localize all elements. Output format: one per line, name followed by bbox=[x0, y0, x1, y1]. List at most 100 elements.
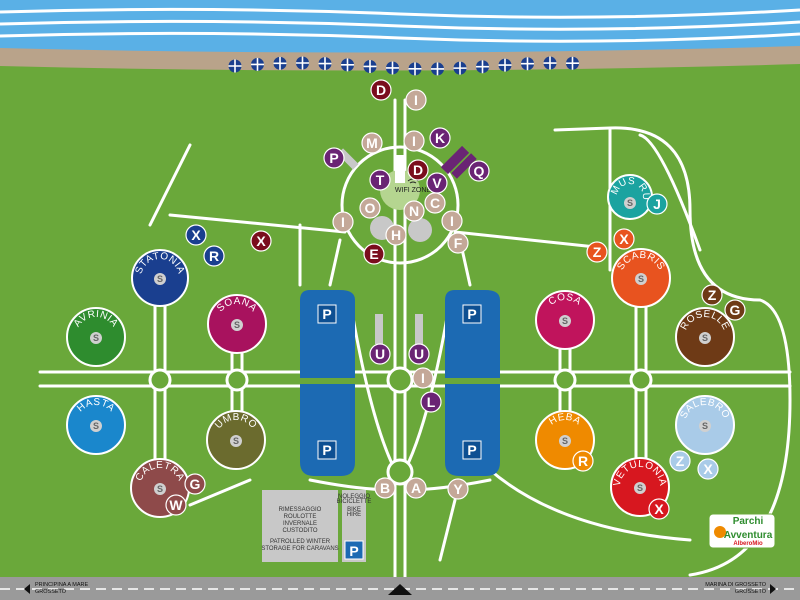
marker-letter: J bbox=[653, 196, 661, 212]
service-s-label: S bbox=[702, 421, 708, 431]
marker-letter: E bbox=[369, 246, 378, 262]
marker-z[interactable]: Z bbox=[669, 450, 691, 472]
marker-q[interactable]: Q bbox=[468, 160, 490, 182]
marker-letter: Q bbox=[474, 163, 485, 179]
marker-e[interactable]: E bbox=[363, 243, 385, 265]
service-s-label: S bbox=[637, 483, 643, 493]
marker-i[interactable]: I bbox=[412, 367, 434, 389]
umbrella-icon bbox=[341, 58, 354, 72]
svg-text:BIKE: BIKE bbox=[347, 507, 361, 513]
marker-i[interactable]: I bbox=[405, 89, 427, 111]
marker-letter: T bbox=[376, 172, 385, 188]
marker-g[interactable]: G bbox=[724, 299, 746, 321]
marker-letter: F bbox=[454, 235, 463, 251]
marker-f[interactable]: F bbox=[447, 232, 469, 254]
marker-letter: R bbox=[209, 248, 219, 264]
service-s-label: S bbox=[702, 333, 708, 343]
marker-letter: P bbox=[329, 150, 338, 166]
svg-text:CUSTODITO: CUSTODITO bbox=[282, 528, 317, 534]
marker-a[interactable]: A bbox=[405, 477, 427, 499]
marker-w[interactable]: W bbox=[165, 494, 187, 516]
marker-b[interactable]: B bbox=[374, 477, 396, 499]
marker-letter: B bbox=[380, 480, 390, 496]
marker-c[interactable]: C bbox=[424, 192, 446, 214]
marker-letter: R bbox=[578, 453, 588, 469]
umbrella-icon bbox=[296, 56, 309, 70]
road-left-line2: GROSSETO bbox=[35, 589, 67, 595]
service-s-badge: S bbox=[624, 197, 636, 209]
entrance-arrow-icon[interactable] bbox=[388, 584, 412, 595]
svg-text:HIRE: HIRE bbox=[347, 512, 361, 518]
beach bbox=[0, 46, 800, 76]
zone-label: SOANA bbox=[215, 296, 259, 314]
marker-n[interactable]: N bbox=[403, 200, 425, 222]
marker-m[interactable]: M bbox=[361, 132, 383, 154]
marker-y[interactable]: Y bbox=[447, 478, 469, 500]
road-right-line1: MARINA DI GROSSETO bbox=[705, 582, 766, 588]
parking-sign-label: P bbox=[467, 306, 476, 322]
marker-d[interactable]: D bbox=[407, 159, 429, 181]
marker-r[interactable]: R bbox=[203, 245, 225, 267]
marker-x[interactable]: X bbox=[697, 458, 719, 480]
marker-letter: O bbox=[365, 200, 376, 216]
parking-sign-label: P bbox=[467, 442, 476, 458]
marker-d[interactable]: D bbox=[370, 79, 392, 101]
service-s-badge: S bbox=[559, 315, 571, 327]
marker-j[interactable]: J bbox=[646, 193, 668, 215]
svg-text:PATROLLED WINTER: PATROLLED WINTER bbox=[270, 539, 331, 545]
service-s-label: S bbox=[627, 198, 633, 208]
zone-soana[interactable]: SOANA S bbox=[207, 294, 267, 354]
marker-x[interactable]: X bbox=[648, 498, 670, 520]
marker-g[interactable]: G bbox=[184, 473, 206, 495]
marker-z[interactable]: Z bbox=[701, 284, 723, 306]
marker-i[interactable]: I bbox=[403, 130, 425, 152]
marker-k[interactable]: K bbox=[429, 127, 451, 149]
marker-letter: W bbox=[169, 497, 183, 513]
service-s-label: S bbox=[638, 274, 644, 284]
marker-i[interactable]: I bbox=[441, 210, 463, 232]
service-s-label: S bbox=[157, 484, 163, 494]
marker-letter: X bbox=[654, 501, 664, 517]
marker-t[interactable]: T bbox=[369, 169, 391, 191]
marker-z[interactable]: Z bbox=[586, 241, 608, 263]
marker-u[interactable]: U bbox=[408, 343, 430, 365]
umbrella-icon bbox=[228, 59, 242, 73]
marker-u[interactable]: U bbox=[369, 343, 391, 365]
marker-l[interactable]: L bbox=[420, 391, 442, 413]
fountain-right bbox=[408, 218, 432, 242]
marker-x[interactable]: X bbox=[613, 228, 635, 250]
arrow-right-icon bbox=[770, 584, 776, 594]
svg-text:ROULOTTE: ROULOTTE bbox=[284, 514, 317, 520]
marker-i[interactable]: I bbox=[332, 211, 354, 233]
service-s-badge: S bbox=[90, 420, 102, 432]
service-s-badge: S bbox=[231, 319, 243, 331]
marker-x[interactable]: X bbox=[185, 224, 207, 246]
umbrella-icon bbox=[566, 56, 579, 70]
marker-o[interactable]: O bbox=[359, 197, 381, 219]
service-s-badge: S bbox=[154, 483, 166, 495]
marker-letter: C bbox=[430, 195, 440, 211]
beach-umbrellas bbox=[228, 56, 579, 76]
marker-p[interactable]: P bbox=[323, 147, 345, 169]
marker-letter: I bbox=[421, 370, 425, 386]
marker-letter: H bbox=[391, 227, 401, 243]
marker-letter: X bbox=[619, 231, 629, 247]
marker-h[interactable]: H bbox=[385, 224, 407, 246]
svg-text:BICICLETTE: BICICLETTE bbox=[337, 499, 372, 505]
marker-x[interactable]: X bbox=[250, 230, 272, 252]
marker-r[interactable]: R bbox=[572, 450, 594, 472]
svg-text:Avventura: Avventura bbox=[724, 530, 773, 541]
parchi-avventura-logo: Parchi Avventura AlberoMio bbox=[708, 513, 776, 549]
umbrella-icon bbox=[363, 59, 377, 73]
marker-letter: Z bbox=[676, 453, 685, 469]
marker-v[interactable]: V bbox=[426, 172, 448, 194]
